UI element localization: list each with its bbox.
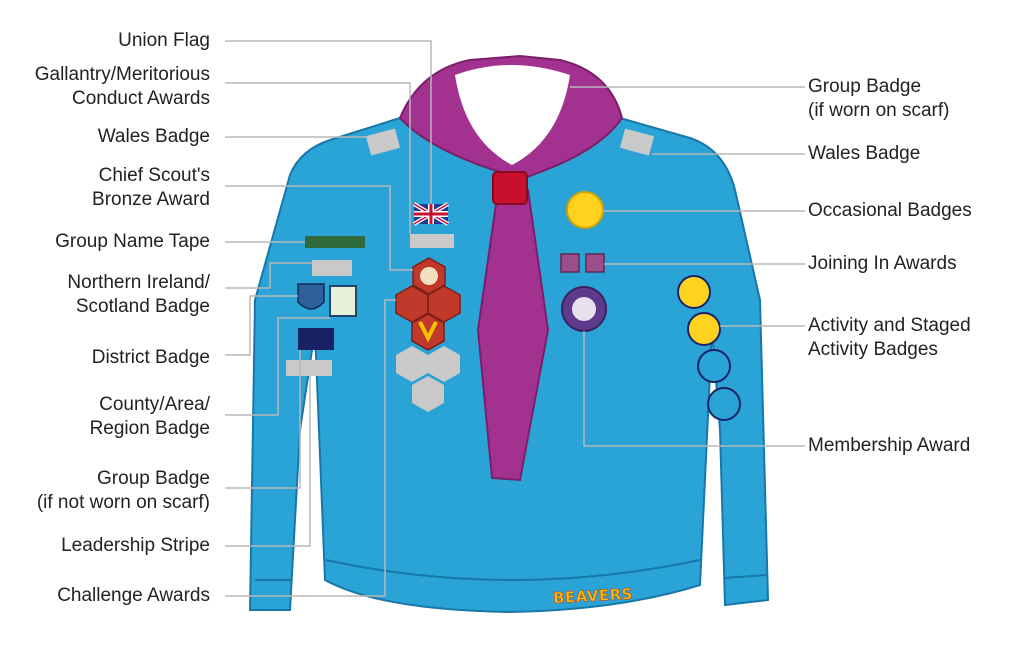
woggle	[492, 171, 528, 205]
leadership-stripe	[286, 360, 332, 376]
union-flag	[412, 202, 450, 226]
label-activity-badges: Activity and Staged Activity Badges	[808, 315, 971, 360]
gallantry-award	[410, 234, 454, 248]
leader-lines	[225, 40, 805, 597]
label-group-name-tape: Group Name Tape	[55, 231, 210, 252]
label-leadership-stripe: Leadership Stripe	[61, 535, 210, 556]
label-challenge-awards: Challenge Awards	[57, 585, 210, 606]
activity-badges	[677, 275, 741, 421]
label-membership-award: Membership Award	[808, 435, 971, 456]
label-occasional-badges: Occasional Badges	[808, 200, 972, 221]
label-gallantry-awards: Gallantry/Meritorious Conduct Awards	[34, 64, 210, 109]
group-name-tape	[305, 236, 365, 248]
label-wales-badge-left: Wales Badge	[97, 126, 210, 147]
district-badge	[297, 283, 325, 310]
ni-scotland-stripe	[312, 260, 352, 276]
label-union-flag: Union Flag	[118, 30, 210, 51]
label-group-badge-sleeve: Group Badge (if not worn on scarf)	[36, 468, 210, 513]
joining-in-award-1	[560, 253, 580, 273]
label-group-badge-scarf: Group Badge (if worn on scarf)	[808, 76, 950, 121]
label-wales-badge-right: Wales Badge	[808, 143, 921, 164]
wales-badge-right	[619, 128, 655, 156]
label-joining-in-awards: Joining In Awards	[808, 253, 957, 274]
label-district-badge: District Badge	[91, 347, 210, 368]
county-badge	[329, 285, 357, 317]
label-county-badge: County/Area/ Region Badge	[89, 394, 210, 439]
label-ni-scotland-badge: Northern Ireland/ Scotland Badge	[67, 272, 210, 317]
wales-badge-left	[365, 128, 401, 156]
joining-in-award-2	[585, 253, 605, 273]
occasional-badge	[566, 191, 604, 229]
label-chief-scout-bronze: Chief Scout's Bronze Award	[92, 165, 210, 210]
group-badge-sleeve	[298, 328, 334, 350]
challenge-awards	[395, 257, 461, 412]
